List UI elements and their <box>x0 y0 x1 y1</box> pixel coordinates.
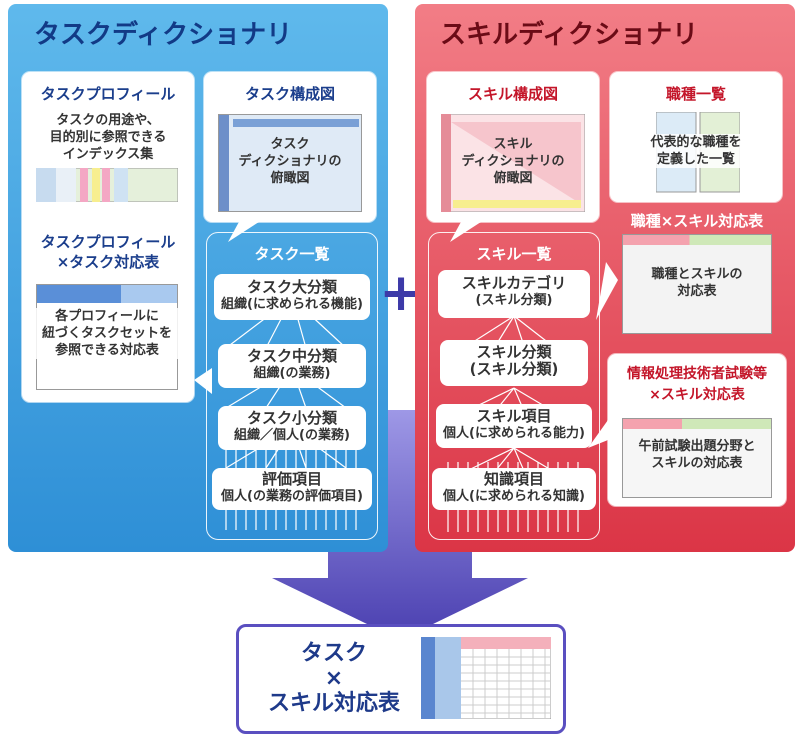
exam-skill-text-2: スキルの対応表 <box>651 456 743 471</box>
skill-level-category: スキルカテゴリ (スキル分類) <box>438 270 590 318</box>
skill-structure-card: スキル構成図 スキル ディクショナリの 俯瞰図 <box>427 72 599 222</box>
skill-level-item: スキル項目 個人(に求められる能力) <box>436 404 592 448</box>
task-level-evaluation: 評価項目 個人(の業務の評価項目) <box>212 468 372 510</box>
exam-skill-title-2: ×スキル対応表 <box>649 387 745 403</box>
job-skill-table-text: 職種とスキルの 対応表 <box>632 266 762 300</box>
task-profile-text-3: インデックス集 <box>62 147 154 162</box>
task-profile-text-2: 目的別に参照できる <box>49 130 167 145</box>
task-profile-thumbnail <box>36 168 178 202</box>
job-list-text-1: 代表的な職種を <box>650 135 742 150</box>
task-level-major-name: タスク大分類 <box>246 278 337 296</box>
task-skill-table-thumbnail <box>421 637 551 719</box>
skill-level-knowledge-name: 知識項目 <box>483 470 544 488</box>
job-list-title: 職種一覧 <box>665 85 726 103</box>
task-level-minor-sub: 組織／個人(の業務) <box>234 428 350 443</box>
task-profile-text-1: タスクの用途や、 <box>56 113 160 128</box>
exam-skill-card: 情報処理技術者試験等 ×スキル対応表 午前試験出題分野と スキルの対応表 <box>608 354 786 506</box>
skill-structure-thumbnail <box>441 114 585 212</box>
task-level-evaluation-sub: 個人(の業務の評価項目) <box>221 489 363 504</box>
skill-structure-thumb-text-1: スキル <box>493 137 533 152</box>
skill-list-box: スキル一覧 <box>428 232 600 540</box>
task-list-title: タスク一覧 <box>254 245 330 263</box>
job-skill-table-text-1: 職種とスキルの <box>651 267 743 282</box>
result-line-1: タスク <box>300 641 367 666</box>
task-profile-card: タスクプロフィール タスクの用途や、 目的別に参照できる インデックス集 タスク… <box>22 72 194 402</box>
profile-task-table-title-2: ×タスク対応表 <box>56 253 160 271</box>
exam-skill-title-1: 情報処理技術者試験等 <box>627 366 767 382</box>
skill-structure-thumb-text-2: ディクショナリの <box>461 154 565 169</box>
task-structure-thumbnail <box>218 114 362 212</box>
task-structure-thumb-text-3: 俯瞰図 <box>270 171 310 186</box>
task-structure-card: タスク構成図 タスク ディクショナリの 俯瞰図 <box>204 72 376 222</box>
skill-level-classification-name: スキル分類 <box>476 343 552 361</box>
task-dictionary-title: タスクディクショナリ <box>34 20 293 50</box>
skill-dictionary-title: スキルディクショナリ <box>440 20 699 50</box>
task-level-minor: タスク小分類 組織／個人(の業務) <box>218 406 366 450</box>
task-level-middle: タスク中分類 組織(の業務) <box>218 344 366 388</box>
result-line-3: スキル対応表 <box>267 691 400 716</box>
task-level-middle-sub: 組織(の業務) <box>253 366 331 381</box>
exam-skill-text-1: 午前試験出題分野と <box>638 439 756 454</box>
task-structure-title: タスク構成図 <box>244 85 335 103</box>
skill-level-knowledge: 知識項目 個人(に求められる知識) <box>432 468 596 510</box>
profile-task-table-text-1: 各プロフィールに <box>55 309 159 324</box>
profile-task-table-title-1: タスクプロフィール <box>40 233 176 251</box>
task-level-minor-name: タスク小分類 <box>246 409 337 427</box>
skill-level-category-sub: (スキル分類) <box>475 293 553 308</box>
job-skill-table-text-2: 対応表 <box>677 284 717 299</box>
skill-level-knowledge-sub: 個人(に求められる知識) <box>443 489 585 504</box>
job-skill-table-title: 職種×スキル対応表 <box>630 212 764 230</box>
task-skill-result-box: タスク × スキル対応表 <box>236 624 566 734</box>
task-list-box: タスク一覧 <box>206 232 378 540</box>
task-structure-thumb-text-1: タスク <box>270 137 310 152</box>
task-profile-title: タスクプロフィール <box>40 85 176 103</box>
exam-skill-thumbnail <box>622 418 772 498</box>
job-list-card: 職種一覧 代表的な職種を 定義した一覧 <box>610 72 782 202</box>
profile-task-table-text-2: 紐づくタスクセットを <box>41 326 172 341</box>
task-level-middle-name: タスク中分類 <box>246 347 337 365</box>
task-level-major-sub: 組織(に求められる機能) <box>221 297 363 312</box>
skill-level-classification: スキル分類 (スキル分類) <box>440 340 588 386</box>
job-list-text-2: 定義した一覧 <box>656 152 735 167</box>
skill-level-item-name: スキル項目 <box>476 407 552 425</box>
skill-list-title: スキル一覧 <box>476 245 552 263</box>
skill-structure-thumb-text-3: 俯瞰図 <box>493 171 533 186</box>
result-line-2: × <box>324 666 344 691</box>
task-structure-thumb-text-2: ディクショナリの <box>238 154 342 169</box>
skill-structure-title: スキル構成図 <box>467 85 558 103</box>
job-skill-table-thumbnail <box>622 234 772 334</box>
profile-task-table-text-3: 参照できる対応表 <box>55 343 159 358</box>
task-level-evaluation-name: 評価項目 <box>261 470 322 488</box>
skill-level-classification-sub: (スキル分類) <box>469 360 559 378</box>
skill-level-item-sub: 個人(に求められる能力) <box>443 426 585 441</box>
skill-level-category-name: スキルカテゴリ <box>461 274 567 292</box>
task-level-major: タスク大分類 組織(に求められる機能) <box>214 274 370 320</box>
